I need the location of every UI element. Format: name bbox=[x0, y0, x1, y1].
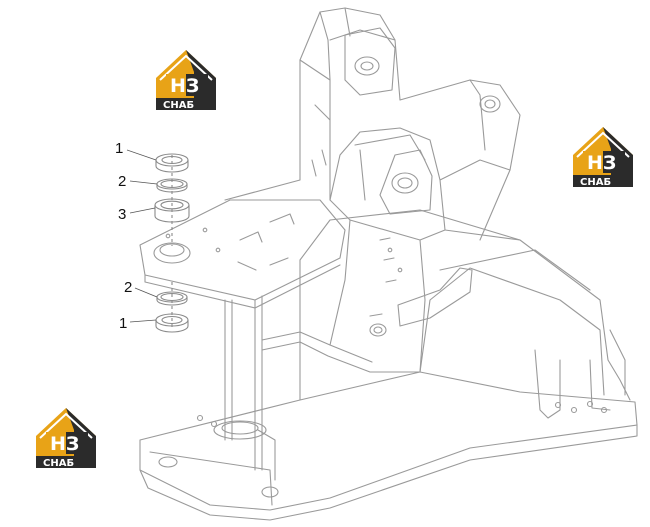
leader-line-1a bbox=[126, 149, 157, 161]
leader-line-2a bbox=[129, 180, 158, 185]
svg-text:СНАБ: СНАБ bbox=[580, 177, 611, 188]
watermark-logo-right: НЗ СНАБ bbox=[572, 126, 634, 188]
leader-line-1b bbox=[129, 319, 157, 323]
callout-1-bottom: 1 bbox=[119, 315, 127, 332]
seal-ring-top bbox=[155, 153, 189, 173]
callout-2-bottom: 2 bbox=[124, 279, 132, 296]
seal-ring-bottom bbox=[155, 313, 189, 333]
bushing-stack bbox=[126, 149, 190, 333]
leader-line-3 bbox=[129, 207, 156, 214]
callout-1-top: 1 bbox=[115, 140, 123, 157]
spacer-ring-bottom bbox=[156, 291, 188, 306]
front-frame-drawing bbox=[139, 7, 638, 521]
bushing-sleeve bbox=[154, 198, 190, 223]
leader-line-2b bbox=[134, 287, 158, 298]
watermark-logo-top-left: НЗ СНАБ bbox=[155, 49, 217, 111]
watermark-logo-bottom-left: НЗ СНАБ bbox=[35, 407, 97, 469]
callout-labels: 1 2 3 2 1 bbox=[115, 140, 132, 332]
svg-text:НЗ: НЗ bbox=[587, 152, 616, 174]
callout-2-top: 2 bbox=[118, 173, 126, 190]
svg-text:СНАБ: СНАБ bbox=[43, 458, 74, 469]
svg-text:НЗ: НЗ bbox=[170, 75, 199, 97]
callout-3: 3 bbox=[118, 206, 126, 223]
svg-text:СНАБ: СНАБ bbox=[163, 100, 194, 111]
svg-text:НЗ: НЗ bbox=[50, 433, 79, 455]
